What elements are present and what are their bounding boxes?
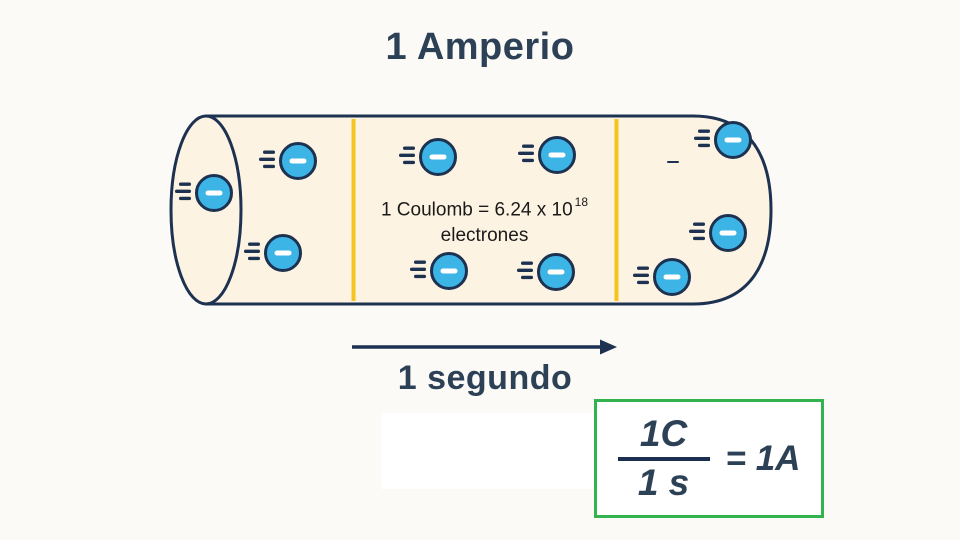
motion-dash-icon <box>179 196 191 201</box>
white-panel <box>381 413 595 489</box>
time-arrow-label: 1 segundo <box>397 359 573 397</box>
motion-dash-icon <box>263 150 275 154</box>
motion-dash-icon <box>521 275 533 280</box>
minus-icon <box>547 269 565 275</box>
motion-dash-icon <box>263 164 275 169</box>
motion-dash-icon <box>693 222 705 226</box>
electron <box>633 258 691 296</box>
fraction-bar <box>617 456 710 461</box>
formula-fraction: 1C 1 s <box>617 412 710 503</box>
minus-icon <box>429 154 447 160</box>
motion-dash-icon <box>637 266 649 270</box>
electron <box>694 121 752 159</box>
motion-dash-icon <box>698 129 710 133</box>
coulomb-line1: 1 Coulomb = 6.24 x 10 <box>380 199 573 221</box>
minus-icon <box>724 137 742 143</box>
motion-dash-icon <box>410 267 426 271</box>
electron <box>689 214 747 252</box>
electron <box>517 253 575 291</box>
minus-icon <box>663 274 681 280</box>
motion-dash-icon <box>518 151 534 155</box>
motion-dash-icon <box>689 229 705 233</box>
time-arrow-head <box>600 339 617 355</box>
minus-icon <box>440 268 458 274</box>
motion-dash-icon <box>403 160 415 165</box>
motion-dash-icon <box>517 268 533 272</box>
electrons-layer <box>175 121 752 296</box>
motion-dash-icon <box>259 157 275 161</box>
motion-dash-icon <box>693 236 705 241</box>
minus-icon <box>274 250 292 256</box>
formula-denominator: 1 s <box>637 461 690 503</box>
motion-dash-icon <box>244 249 260 253</box>
motion-dash-icon <box>698 143 710 148</box>
minus-icon <box>719 230 737 236</box>
motion-dash-icon <box>521 261 533 265</box>
electron <box>518 136 576 174</box>
minus-icon <box>548 152 566 158</box>
minus-icon <box>289 158 307 164</box>
electron <box>259 142 317 180</box>
motion-dash-icon <box>414 260 426 264</box>
formula-numerator: 1C <box>639 412 688 454</box>
motion-dash-icon <box>399 153 415 157</box>
motion-dash-icon <box>403 146 415 150</box>
motion-dash-icon <box>248 256 260 261</box>
motion-dash-icon <box>248 242 260 246</box>
motion-dash-icon <box>637 280 649 285</box>
coulomb-line2: electrones <box>440 225 529 247</box>
motion-dash-icon <box>414 274 426 279</box>
electron <box>410 252 468 290</box>
motion-dash-icon <box>633 273 649 277</box>
coulomb-exponent: 18 <box>574 195 589 209</box>
motion-dash-icon <box>175 189 191 193</box>
motion-dash-icon <box>694 136 710 140</box>
formula-result: = 1A <box>725 438 801 478</box>
electron <box>175 174 233 212</box>
page-title: 1 Amperio <box>385 26 575 68</box>
minus-icon <box>205 190 223 196</box>
electron <box>244 234 302 272</box>
motion-dash-icon <box>522 158 534 163</box>
motion-dash-icon <box>179 182 191 186</box>
motion-dash-icon <box>522 144 534 148</box>
electron <box>399 138 457 176</box>
formula-box: 1C 1 s = 1A <box>594 399 824 518</box>
